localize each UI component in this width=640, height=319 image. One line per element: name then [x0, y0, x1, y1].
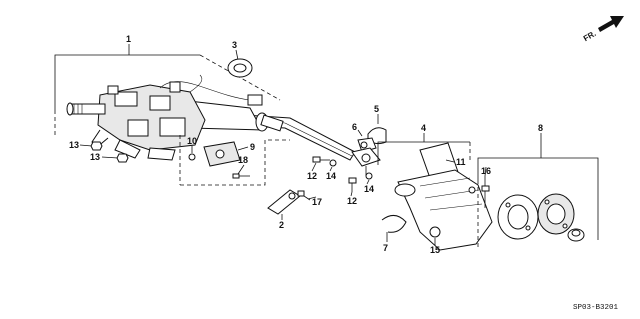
callout-9: 9 — [250, 142, 255, 152]
leader-lines — [191, 146, 487, 200]
part-3-grommet — [227, 49, 253, 78]
callout-1: 1 — [126, 34, 131, 44]
callout-7: 7 — [383, 243, 388, 253]
callout-16: 16 — [481, 166, 491, 176]
part-14-washer-upper — [329, 159, 337, 167]
universal-joint — [351, 147, 381, 176]
part-13-nut-upper — [79, 141, 103, 151]
callout-13-lower: 13 — [90, 152, 100, 162]
callout-2: 2 — [279, 220, 284, 230]
callout-8: 8 — [538, 123, 543, 133]
part-2-clamp — [267, 189, 301, 220]
part-12-bolt-lower — [348, 177, 357, 192]
callout-labels: 1 3 5 6 4 8 9 10 11 12 12 13 13 14 14 15… — [69, 34, 543, 255]
part-18-bolt — [232, 173, 250, 179]
part-7-clip — [381, 215, 407, 242]
callout-14-upper: 14 — [326, 171, 336, 181]
front-arrow-icon — [598, 16, 624, 32]
group-bracket-4 — [377, 133, 471, 165]
key-cylinder-bezel — [567, 228, 585, 242]
callout-15: 15 — [430, 245, 440, 255]
group-bracket-9 — [179, 135, 290, 186]
callout-12-lower: 12 — [347, 196, 357, 206]
part-10-washer — [188, 153, 196, 161]
callout-11: 11 — [456, 157, 466, 167]
part-16-bolt — [481, 176, 490, 208]
callout-6: 6 — [352, 122, 357, 132]
part-12-bolt-upper — [312, 156, 330, 163]
steering-column-assembly — [66, 74, 356, 161]
part-9-bracket — [203, 141, 241, 167]
callout-12-upper: 12 — [307, 171, 317, 181]
key-cylinder-ring — [537, 193, 575, 235]
front-label: FR. — [582, 29, 598, 43]
callout-5: 5 — [374, 104, 379, 114]
column-cover — [394, 169, 493, 251]
callout-10: 10 — [187, 136, 197, 146]
part-6-joint — [357, 129, 377, 153]
diagram-code: SP03-B3201 — [573, 304, 619, 312]
part-14-washer-lower — [365, 172, 373, 180]
front-direction-indicator: FR. — [582, 16, 624, 43]
callout-3: 3 — [232, 40, 237, 50]
callout-18: 18 — [238, 155, 248, 165]
part-13-nut-lower — [101, 153, 129, 163]
callout-17: 17 — [312, 197, 322, 207]
part-17-bolt — [297, 190, 311, 201]
callout-13-upper: 13 — [69, 140, 79, 150]
group-bracket-8 — [477, 133, 599, 250]
callout-4: 4 — [421, 123, 426, 133]
part-15-screw — [429, 226, 441, 245]
callout-14-lower: 14 — [364, 184, 374, 194]
ignition-plate — [497, 194, 539, 240]
